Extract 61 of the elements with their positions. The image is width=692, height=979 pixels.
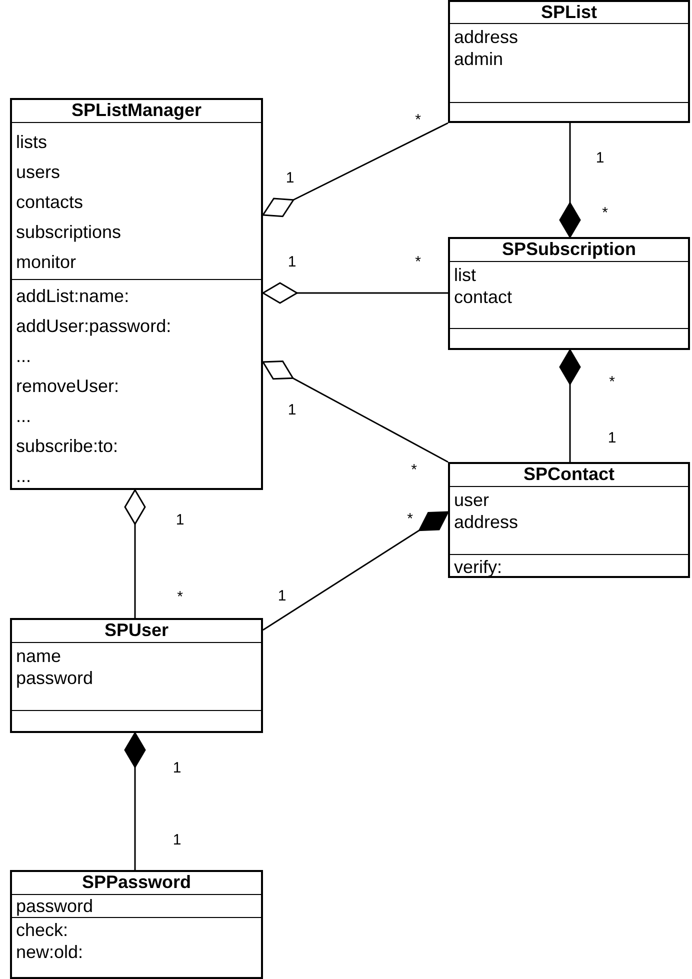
class-box xyxy=(448,0,690,123)
class-name: SPListManager xyxy=(70,100,203,120)
multiplicity-label: 1 xyxy=(286,170,294,186)
attribute-text: admin xyxy=(453,48,504,70)
method-text: new:old: xyxy=(15,941,84,963)
method-text: check: xyxy=(15,919,70,941)
multiplicity-label: 1 xyxy=(608,430,616,446)
class-name: SPContact xyxy=(522,464,616,484)
class-box xyxy=(10,98,263,490)
class-name: SPList xyxy=(540,2,598,22)
method-text: addUser:password: xyxy=(15,315,172,338)
attribute-text: lists xyxy=(15,131,48,154)
class-name: SPSubscription xyxy=(500,239,637,259)
multiplicity-label: * xyxy=(602,204,608,222)
aggregation-connector xyxy=(262,360,448,463)
attribute-compartment xyxy=(12,894,261,917)
attribute-text: contacts xyxy=(15,191,84,214)
attribute-text: subscriptions xyxy=(15,221,122,244)
attribute-text: address xyxy=(453,511,520,533)
multiplicity-label: * xyxy=(609,374,615,390)
composition-connector xyxy=(559,349,581,462)
class-name: SPUser xyxy=(103,620,170,640)
multiplicity-label: * xyxy=(415,254,421,270)
attribute-text: monitor xyxy=(15,251,78,274)
multiplicity-label: 1 xyxy=(288,254,296,270)
class-box xyxy=(10,870,263,979)
attribute-text: password xyxy=(15,667,94,689)
composition-connector xyxy=(124,732,146,870)
method-text: verify: xyxy=(453,556,504,578)
multiplicity-label: 1 xyxy=(288,402,296,418)
multiplicity-label: * xyxy=(411,462,417,478)
method-text: addList:name: xyxy=(15,285,130,308)
aggregation-connector xyxy=(262,282,448,304)
class-box xyxy=(448,237,690,350)
multiplicity-label: * xyxy=(407,510,413,528)
aggregation-connector xyxy=(262,122,448,218)
class-box xyxy=(448,462,690,578)
class-box xyxy=(10,618,263,733)
attribute-text: list xyxy=(453,264,477,286)
method-text: ... xyxy=(15,345,32,368)
method-text: ... xyxy=(15,465,32,488)
class-name: SPPassword xyxy=(80,872,192,892)
attribute-text: name xyxy=(15,645,62,667)
multiplicity-label: 1 xyxy=(278,588,286,604)
method-text: subscribe:to: xyxy=(15,435,120,458)
multiplicity-label: * xyxy=(177,588,183,606)
attribute-text: password xyxy=(15,895,94,917)
composition-connector xyxy=(262,511,449,631)
multiplicity-label: * xyxy=(415,112,421,128)
method-text: ... xyxy=(15,405,32,428)
multiplicity-label: 1 xyxy=(596,150,604,166)
attribute-text: user xyxy=(453,489,490,511)
multiplicity-label: 1 xyxy=(172,760,182,776)
multiplicity-label: 1 xyxy=(172,832,182,848)
attribute-text: users xyxy=(15,161,62,184)
composition-connector xyxy=(559,123,581,238)
attribute-text: contact xyxy=(453,286,514,308)
multiplicity-label: 1 xyxy=(176,512,184,528)
aggregation-connector xyxy=(124,489,146,618)
method-text: removeUser: xyxy=(15,375,120,398)
attribute-text: address xyxy=(453,26,520,48)
